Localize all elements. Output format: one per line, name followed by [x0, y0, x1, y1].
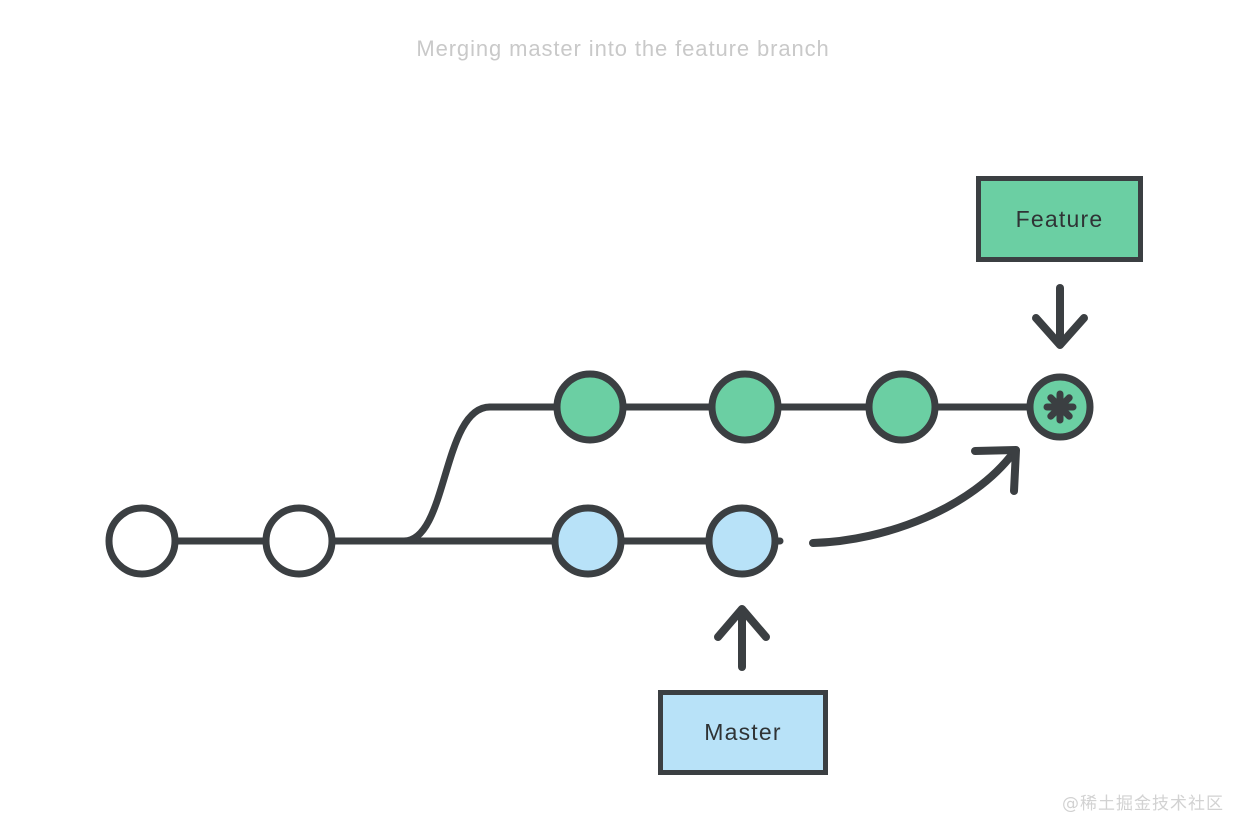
commit-node-base-1[interactable]	[105, 504, 179, 578]
commit-node-master-2[interactable]	[705, 504, 779, 578]
master-branch-label-text: Master	[704, 719, 782, 745]
commit-node-base-2[interactable]	[262, 504, 336, 578]
commit-node-feature-2[interactable]	[708, 370, 782, 444]
commit-node-master-1[interactable]	[551, 504, 625, 578]
master-branch-label-box[interactable]: Master	[658, 690, 828, 775]
commit-node-feature-1[interactable]	[553, 370, 627, 444]
merge-arrow-curve	[809, 448, 1018, 547]
feature-branch-label-text: Feature	[1015, 205, 1104, 232]
watermark: @稀土掘金技术社区	[1062, 794, 1224, 814]
commit-node-feature-3[interactable]	[865, 370, 939, 444]
feature-arrow-head	[1032, 314, 1088, 349]
feature-branch-label-box[interactable]: Feature	[976, 176, 1143, 262]
feature-branch-curve	[348, 403, 594, 545]
asterisk-icon	[1043, 390, 1077, 424]
page-title: Merging master into the feature branch	[416, 36, 830, 61]
master-arrow-head	[714, 605, 770, 641]
merge-arrow-head	[971, 446, 1020, 495]
